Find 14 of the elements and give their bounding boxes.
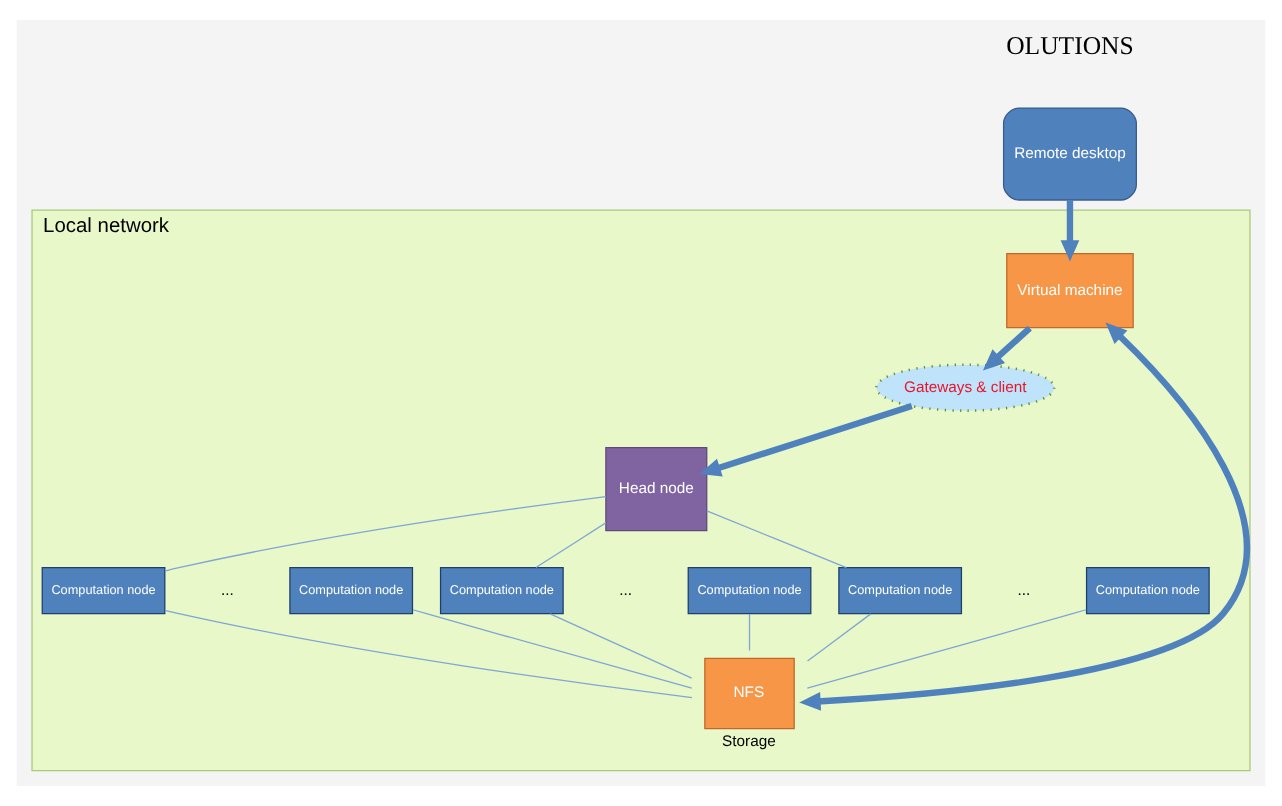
connector (535, 522, 607, 569)
label: OLUTIONS (1006, 32, 1134, 61)
arrow (799, 322, 1250, 711)
connector (549, 613, 693, 679)
arrow (982, 325, 1032, 371)
connector (412, 609, 693, 689)
arrow (1060, 200, 1080, 262)
arrow (699, 403, 913, 477)
connector (806, 609, 1087, 689)
connector (748, 613, 751, 652)
connector (706, 510, 847, 569)
connector (806, 613, 872, 662)
connector (164, 609, 693, 699)
connector (164, 495, 607, 572)
